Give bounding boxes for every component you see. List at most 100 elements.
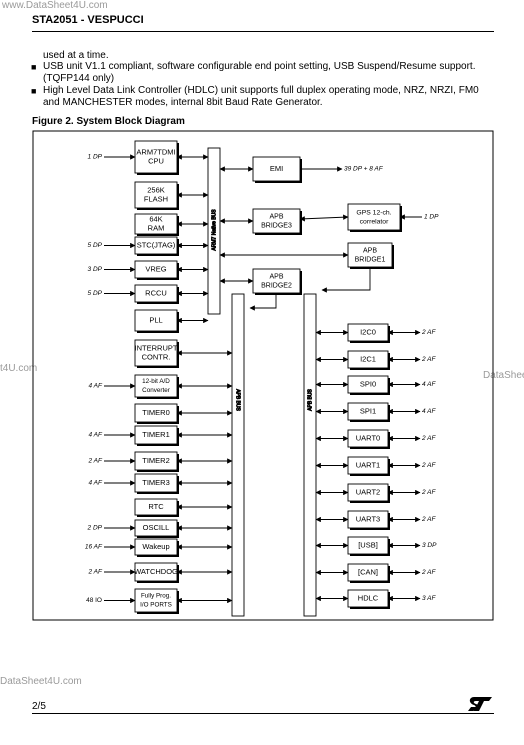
- block-vreg-label: VREG: [145, 264, 166, 273]
- block-uart3-label: UART3: [356, 514, 380, 523]
- pin-label: 4 AF: [89, 432, 104, 439]
- system-block-diagram: ARM7 Native BUS APB BUS APB BUS ARM7TDMICP…: [32, 130, 494, 621]
- pin-label: 1 DP: [424, 214, 439, 221]
- page-number: 2/5: [32, 701, 46, 712]
- block-256k-label: FLASH: [144, 194, 168, 203]
- pin-label: 3 DP: [422, 542, 437, 549]
- block-stc-jtag-label: STC(JTAG): [137, 240, 176, 249]
- block-timer3-label: TIMER3: [142, 478, 170, 487]
- block-gps-correlator-label: correlator: [360, 218, 389, 225]
- block-apb-bridge3-label: BRIDGE3: [261, 222, 292, 229]
- block-apb-bridge2-label: BRIDGE2: [261, 282, 292, 289]
- block-uart1-label: UART1: [356, 460, 380, 469]
- pin-label: 2 AF: [421, 569, 437, 576]
- apb-bus-right-label: APB BUS: [307, 389, 313, 411]
- block-spi1: SPI1: [347, 402, 390, 422]
- block-i2c0-label: I2C0: [360, 327, 376, 336]
- block-oscill: OSCILL: [134, 519, 179, 538]
- block-rtc-label: RTC: [148, 502, 164, 511]
- apb-bus-left: [231, 293, 245, 617]
- block-gps-correlator: GPS 12-ch.correlator: [347, 203, 402, 232]
- pin-label: 2 AF: [421, 435, 437, 442]
- block-apb-bridge3: APB BRIDGE3: [252, 208, 302, 235]
- pin-label: 4 AF: [89, 480, 104, 487]
- block-oscill-label: OSCILL: [143, 523, 170, 532]
- block-stc-jtag: STC(JTAG): [134, 236, 179, 256]
- pin-label: 2 AF: [421, 462, 437, 469]
- block-watchdog-label: WATCHDOG: [134, 567, 178, 576]
- document-title: STA2051 - VESPUCCI: [32, 14, 144, 26]
- block-apb-bridge1-label: BRIDGE1: [355, 256, 386, 263]
- block-wakeup: Wakeup: [134, 538, 179, 557]
- block-rtc: RTC: [134, 498, 179, 517]
- block-timer0: TIMER0: [134, 403, 179, 424]
- text-line: used at a time.: [43, 50, 109, 61]
- block-64k-label: RAM: [148, 223, 165, 232]
- block-timer1-label: TIMER1: [142, 430, 170, 439]
- block-pll: PLL: [134, 309, 179, 333]
- block-uart1: UART1: [347, 456, 390, 476]
- pin-label: 4 AF: [89, 383, 104, 390]
- apb-bus-left-label: APB BUS: [235, 389, 241, 411]
- figure-title: Figure 2. System Block Diagram: [32, 116, 185, 127]
- block-256k-label: 256K: [147, 185, 165, 194]
- block-apb-bridge2: APB BRIDGE2: [252, 268, 302, 295]
- block-64k-label: 64K: [149, 214, 162, 223]
- pin-label: 48 IO: [86, 597, 102, 604]
- bus-connector: [299, 214, 349, 222]
- block-timer2: TIMER2: [134, 451, 179, 472]
- header-rule: [32, 31, 494, 32]
- block-usb-label: [USB]: [358, 540, 378, 549]
- bridge1-link: [321, 267, 371, 293]
- block-uart3: UART3: [347, 510, 390, 530]
- arm-native-bus-label: ARM7 Native BUS: [211, 209, 217, 251]
- block-timer3: TIMER3: [134, 473, 179, 494]
- bullet-icon: ■: [31, 62, 37, 72]
- watermark-right: DataShee: [483, 370, 524, 381]
- pin-label: 2 DP: [87, 525, 103, 532]
- watermark-top: www.DataSheet4U.com: [2, 0, 108, 11]
- block-rccu: RCCU: [134, 284, 179, 304]
- bullet-icon: ■: [31, 86, 37, 96]
- pin-label: 2 AF: [88, 458, 104, 465]
- block-interrupt-label: CONTR.: [142, 352, 171, 361]
- pin-label: 5 DP: [88, 242, 103, 249]
- pin-label: 2 AF: [421, 516, 437, 523]
- block-timer2-label: TIMER2: [142, 456, 170, 465]
- pin-label: 2 AF: [421, 489, 437, 496]
- block-can: [CAN]: [347, 563, 390, 583]
- block-pll-label: PLL: [149, 315, 162, 324]
- block-interrupt-label: INTERRUPT: [135, 343, 178, 352]
- block-hdlc: HDLC: [347, 589, 390, 609]
- block-fully-prog-label: Fully Prog.: [141, 593, 171, 600]
- footer-rule: [32, 713, 494, 714]
- block-uart2-label: UART2: [356, 487, 380, 496]
- pin-label: 2 AF: [88, 569, 104, 576]
- pin-label: 4 AF: [422, 408, 437, 415]
- bullet-text-hdlc: High Level Data Link Controller (HDLC) u…: [43, 85, 479, 108]
- block-uart0-label: UART0: [356, 433, 380, 442]
- block-12-bit-a-d-label: 12-bit A/D: [142, 378, 170, 385]
- block-timer0-label: TIMER0: [142, 408, 170, 417]
- st-logo: [468, 697, 492, 711]
- block-spi0: SPI0: [347, 375, 390, 395]
- bridge2-link: [249, 293, 277, 311]
- block-apb-bridge3-label: APB: [269, 213, 283, 220]
- block-i2c1: I2C1: [347, 350, 390, 370]
- block-apb-bridge1: APB BRIDGE1: [347, 242, 394, 269]
- block-apb-bridge2-label: APB: [269, 273, 283, 280]
- block-uart2: UART2: [347, 483, 390, 503]
- block-arm7tdmi-label: CPU: [148, 156, 164, 165]
- pin-label: 1 DP: [88, 154, 103, 161]
- block-uart0: UART0: [347, 429, 390, 449]
- pin-label: 4 AF: [422, 381, 437, 388]
- block-fully-prog: Fully Prog.I/O PORTS: [134, 588, 179, 614]
- pin-label: 2 AF: [421, 356, 437, 363]
- pin-label: 39 DP + 8 AF: [344, 166, 384, 173]
- block-apb-bridge1-label: APB: [363, 247, 377, 254]
- block-emi: EMI: [252, 156, 302, 183]
